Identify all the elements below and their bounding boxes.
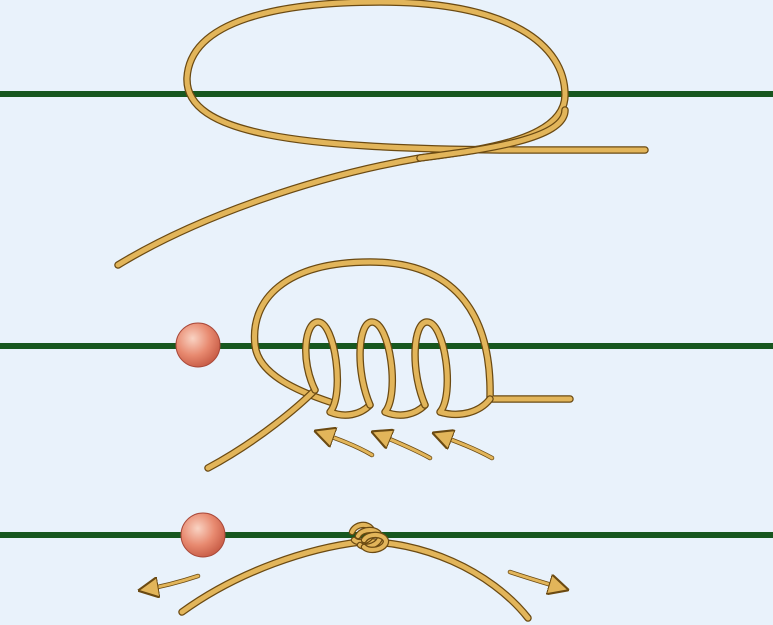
arrow-icon bbox=[508, 570, 565, 589]
arrow-icon bbox=[318, 432, 374, 457]
step-2 bbox=[0, 258, 773, 472]
bead bbox=[175, 322, 221, 368]
cord-tag-end bbox=[205, 387, 318, 471]
step-3 bbox=[0, 512, 773, 622]
cord-outer-loop bbox=[252, 259, 573, 405]
arrow-icon bbox=[436, 434, 494, 460]
cord-loop bbox=[115, 0, 648, 268]
cord-wrap-1 bbox=[303, 319, 373, 418]
cord-wrap-3 bbox=[412, 319, 493, 417]
arrow-icon bbox=[375, 433, 432, 460]
cord-loop-cross-overlay bbox=[417, 107, 568, 161]
arrow-icon bbox=[142, 574, 200, 590]
step-1 bbox=[0, 0, 773, 269]
cord-wrap-2 bbox=[357, 319, 428, 418]
bead bbox=[180, 512, 226, 558]
tightened-knot bbox=[348, 521, 390, 554]
cord-tightened bbox=[179, 539, 531, 621]
